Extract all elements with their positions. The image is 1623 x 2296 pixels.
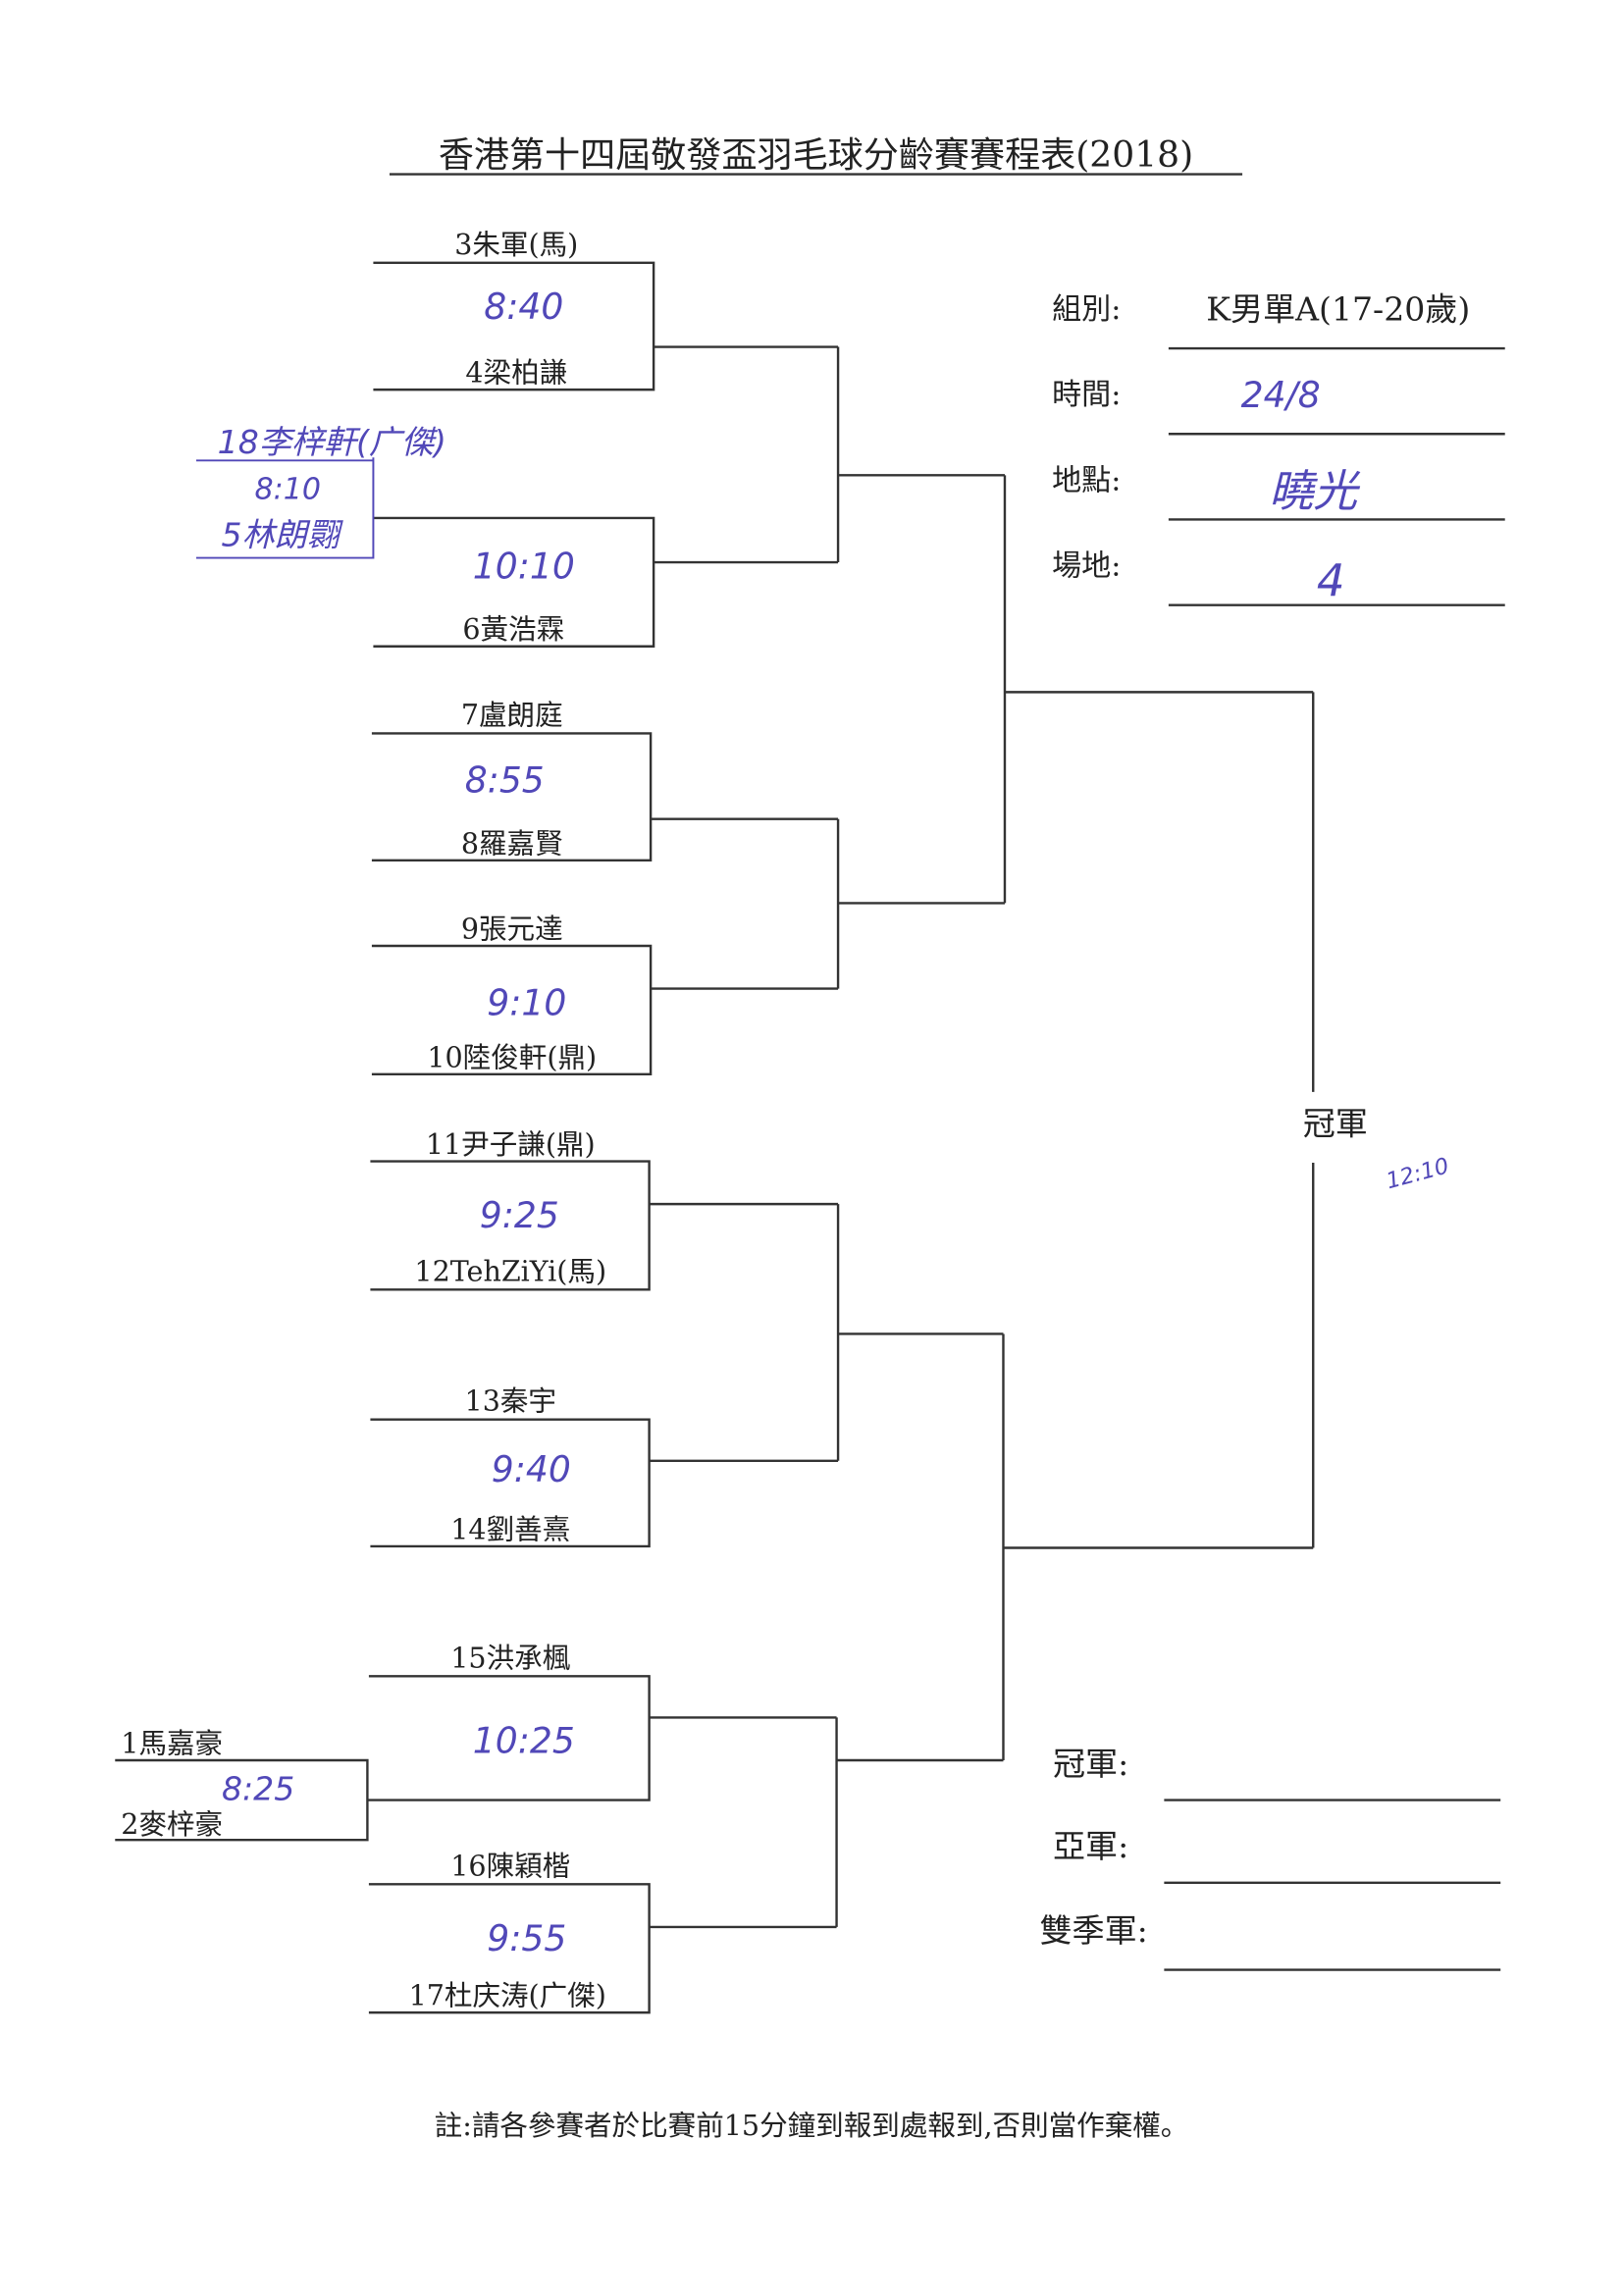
group-value: K男單A(17-20歲) [1206,289,1470,328]
match-time: 8:25 [222,1770,294,1808]
match-6: 13秦宇 9:40 14劉善熹 [450,1384,571,1546]
player-name: 7盧朗庭 [461,698,563,731]
match-time: 8:40 [484,287,563,328]
player-name: 1馬嘉豪 [121,1726,223,1759]
match-5: 11尹子謙(鼎) 9:25 12TehZiYi(馬) [414,1127,606,1287]
bracket-lines [115,261,1505,2014]
results-block: 冠軍: 亞軍: 雙季軍: [1039,1745,1147,1950]
match-1: 3朱軍(馬) 8:40 4梁柏謙 [454,228,578,390]
group-label: 組別: [1052,292,1121,327]
player-name: 4梁柏謙 [465,356,567,390]
prelim-handwritten: 18李梓軒(广傑) 8:10 5林朗翾 [218,423,446,554]
info-block: 組別: K男單A(17-20歲) 時間: 24/8 地點: 曉光 場地: 4 [1052,289,1470,606]
match-time: 9:55 [487,1918,566,1959]
player-name: 13秦宇 [465,1384,556,1418]
player-name: 14劉善熹 [450,1512,570,1545]
match-time: 8:55 [465,760,545,802]
player-name: 15洪承楓 [450,1641,570,1674]
third-place-label: 雙季軍: [1039,1911,1147,1950]
match-time: 8:10 [254,472,321,506]
runner-up-label: 亞軍: [1053,1827,1128,1865]
venue-label: 地點: [1052,463,1121,497]
champion-label: 冠軍: [1053,1745,1128,1783]
match-time: 9:40 [492,1449,571,1490]
match-8: 16陳穎楷 9:55 17杜庆涛(广傑) [409,1849,606,2011]
match-time: 9:25 [480,1195,559,1236]
player-name: 16陳穎楷 [450,1849,570,1882]
match-4: 9張元達 9:10 10陸俊軒(鼎) [427,912,597,1073]
time-label: 時間: [1052,378,1121,412]
match-2: 10:10 6黃浩霖 [462,547,574,647]
venue-value: 曉光 [1269,465,1361,517]
court-label: 場地: [1052,549,1121,584]
player-name: 12TehZiYi(馬) [414,1254,606,1287]
player-name: 3朱軍(馬) [454,228,578,261]
match-time: 10:10 [473,547,575,588]
player-name: 2麥梓豪 [121,1807,223,1841]
player-name: 6黃浩霖 [462,612,564,646]
court-value: 4 [1317,555,1345,607]
match-7: 15洪承楓 10:25 [450,1641,575,1761]
player-name: 10陸俊軒(鼎) [427,1040,597,1073]
final-time: 12:10 [1384,1153,1451,1194]
footnote: 註:請各參賽者於比賽前15分鐘到報到處報到,否則當作棄權。 [435,2109,1189,2142]
prelim-printed: 1馬嘉豪 8:25 2麥梓豪 [121,1726,294,1841]
player-name: 5林朗翾 [222,516,344,554]
match-time: 9:10 [487,983,566,1024]
player-name: 18李梓軒(广傑) [218,423,446,461]
page-title: 香港第十四屆敬發盃羽毛球分齡賽賽程表(2018) [439,134,1193,176]
final-label: 冠軍 [1303,1104,1368,1142]
player-name: 9張元達 [461,912,563,945]
match-3: 7盧朗庭 8:55 8羅嘉賢 [461,698,563,860]
time-value: 24/8 [1241,375,1321,416]
player-name: 8羅嘉賢 [461,826,563,860]
player-name: 11尹子謙(鼎) [426,1127,596,1161]
match-time: 10:25 [473,1720,575,1761]
player-name: 17杜庆涛(广傑) [409,1979,606,2012]
